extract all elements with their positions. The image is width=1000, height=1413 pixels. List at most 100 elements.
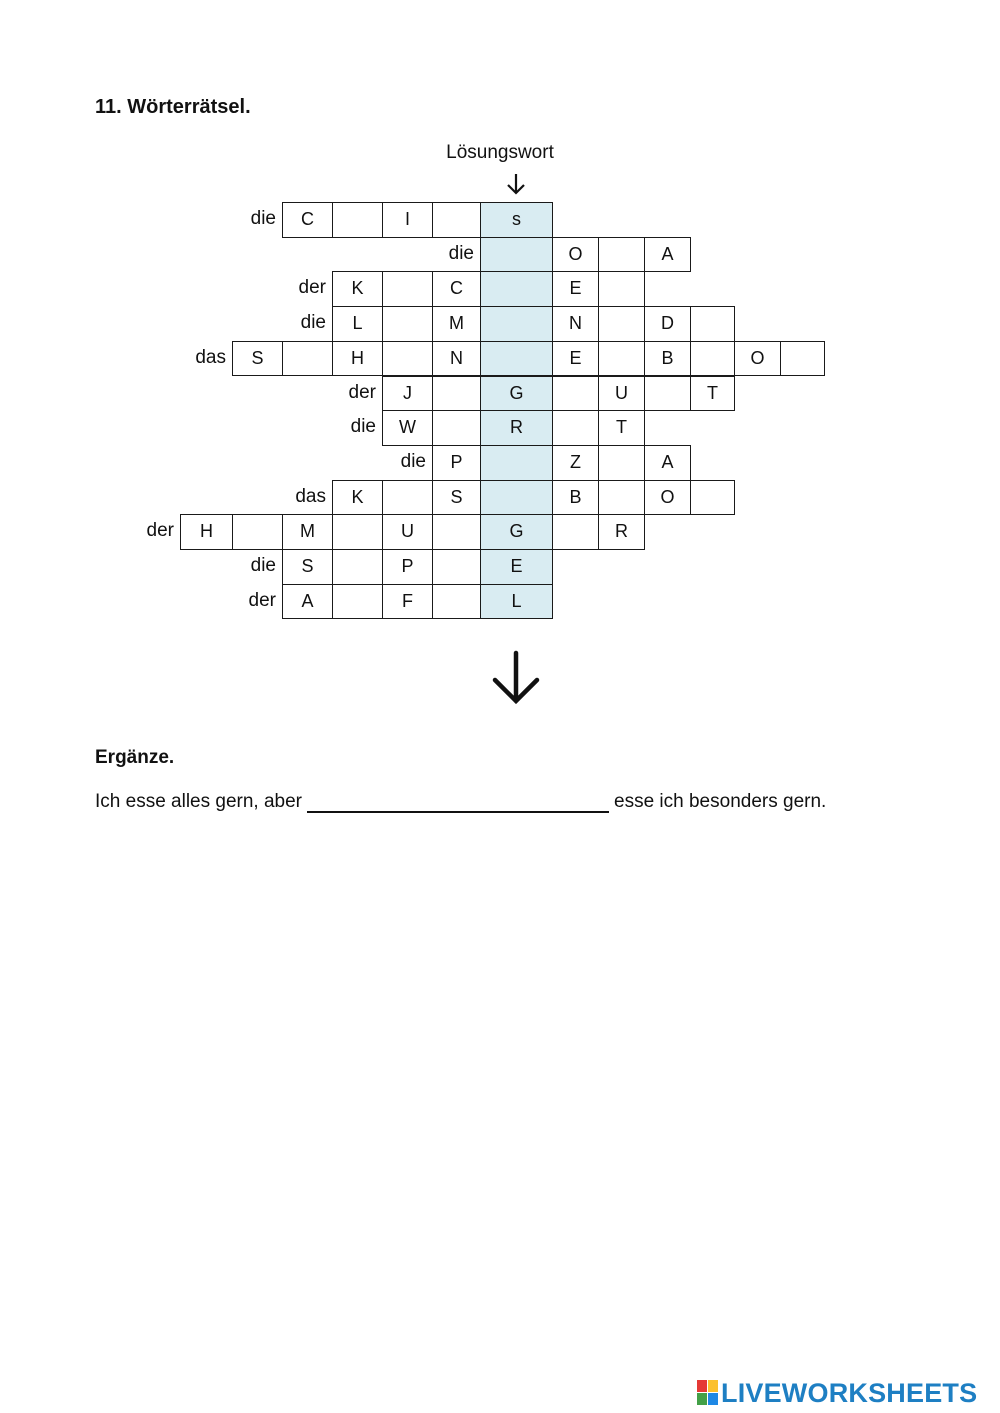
solution-cell[interactable] <box>480 306 553 342</box>
crossword-cell: E <box>552 340 599 377</box>
crossword-cell: T <box>598 410 645 446</box>
article-label: die <box>350 416 376 438</box>
crossword-cell[interactable] <box>598 479 645 516</box>
crossword-cell: R <box>598 514 645 550</box>
article-label: die <box>300 312 326 334</box>
crossword-cell: U <box>598 375 645 412</box>
crossword-cell: O <box>552 236 599 273</box>
crossword-cell: P <box>432 444 481 481</box>
crossword-cell[interactable] <box>552 514 599 550</box>
article-label: der <box>146 520 174 542</box>
crossword-cell[interactable] <box>432 549 481 585</box>
crossword-cell[interactable] <box>332 514 383 550</box>
sentence-start: Ich esse alles gern, aber <box>95 791 303 812</box>
crossword-cell[interactable] <box>552 410 599 446</box>
crossword-cell[interactable] <box>232 514 283 550</box>
crossword-cell[interactable] <box>382 340 433 377</box>
solution-word-label: Lösungswort <box>446 142 554 163</box>
crossword-cell[interactable] <box>282 340 333 377</box>
answer-blank[interactable] <box>307 789 610 813</box>
solution-cell: E <box>480 549 553 585</box>
crossword-cell: O <box>644 479 691 516</box>
solution-cell: L <box>480 583 553 620</box>
crossword-cell: T <box>690 375 735 412</box>
crossword-cell[interactable] <box>432 514 481 550</box>
crossword-cell[interactable] <box>332 202 383 238</box>
solution-cell[interactable] <box>480 236 553 273</box>
crossword-cell[interactable] <box>598 306 645 342</box>
crossword-cell: N <box>552 306 599 342</box>
crossword-cell: U <box>382 514 433 550</box>
crossword-cell[interactable] <box>382 479 433 516</box>
crossword-cell: M <box>432 306 481 342</box>
crossword-cell: A <box>282 583 333 620</box>
solution-cell: s <box>480 202 553 238</box>
crossword-cell: F <box>382 583 433 620</box>
crossword-cell: K <box>332 479 383 516</box>
liveworksheets-logo: LIVEWORKSHEETS <box>697 1378 977 1408</box>
article-label: die <box>250 555 276 576</box>
crossword-cell[interactable] <box>332 549 383 585</box>
crossword-cell[interactable] <box>432 410 481 446</box>
down-arrow-icon <box>507 174 525 195</box>
crossword-cell: J <box>382 375 433 412</box>
crossword-cell: H <box>332 340 383 377</box>
exercise-heading: Ergänze. <box>95 747 175 768</box>
solution-cell[interactable] <box>480 444 553 481</box>
big-down-arrow-icon <box>492 650 540 705</box>
crossword-cell: S <box>432 479 481 516</box>
crossword-cell: M <box>282 514 333 550</box>
crossword-cell: L <box>332 306 383 342</box>
crossword-cell: Z <box>552 444 599 481</box>
crossword-cell: S <box>232 340 283 377</box>
crossword-cell: C <box>282 202 333 238</box>
solution-cell[interactable] <box>480 340 553 377</box>
crossword-cell: E <box>552 271 599 308</box>
crossword-cell: A <box>644 236 691 273</box>
crossword-cell[interactable] <box>432 375 481 412</box>
crossword-cell[interactable] <box>690 340 735 377</box>
crossword-cell[interactable] <box>598 444 645 481</box>
solution-cell: R <box>480 410 553 446</box>
solution-cell[interactable] <box>480 271 553 308</box>
crossword-cell[interactable] <box>382 306 433 342</box>
crossword-cell[interactable] <box>432 583 481 620</box>
logo-mark-icon <box>697 1380 719 1406</box>
logo-text: LIVEWORKSHEETS <box>721 1377 978 1408</box>
fill-in-sentence: Ich esse alles gern, aber esse ich besond… <box>95 789 826 813</box>
crossword-cell[interactable] <box>432 202 481 238</box>
article-label: das <box>195 346 226 368</box>
crossword-cell: K <box>332 271 383 308</box>
sentence-end: esse ich besonders gern. <box>614 791 827 812</box>
article-label: die <box>250 208 276 229</box>
crossword-cell[interactable] <box>690 479 735 516</box>
crossword-cell: A <box>644 444 691 481</box>
article-label: die <box>448 242 474 264</box>
solution-cell[interactable] <box>480 479 553 516</box>
crossword-cell[interactable] <box>780 340 825 377</box>
solution-cell: G <box>480 375 553 412</box>
crossword-cell[interactable] <box>598 340 645 377</box>
crossword-cell[interactable] <box>382 271 433 308</box>
page-title: 11. Wörterrätsel. <box>95 96 251 118</box>
crossword-cell: I <box>382 202 433 238</box>
crossword-cell[interactable] <box>598 271 645 308</box>
article-label: die <box>400 450 426 472</box>
article-label: der <box>248 589 276 611</box>
crossword-cell[interactable] <box>644 375 691 412</box>
crossword-cell[interactable] <box>332 583 383 620</box>
crossword-cell: D <box>644 306 691 342</box>
crossword-cell: P <box>382 549 433 585</box>
solution-cell: G <box>480 514 553 550</box>
crossword-cell: S <box>282 549 333 585</box>
crossword-cell: C <box>432 271 481 308</box>
article-label: das <box>295 485 326 507</box>
crossword-cell: H <box>180 514 233 550</box>
crossword-cell: W <box>382 410 433 446</box>
crossword-cell[interactable] <box>552 375 599 412</box>
article-label: der <box>348 381 376 403</box>
crossword-cell[interactable] <box>598 236 645 273</box>
crossword-cell: O <box>734 340 781 377</box>
article-label: der <box>298 277 326 299</box>
crossword-cell[interactable] <box>690 306 735 342</box>
